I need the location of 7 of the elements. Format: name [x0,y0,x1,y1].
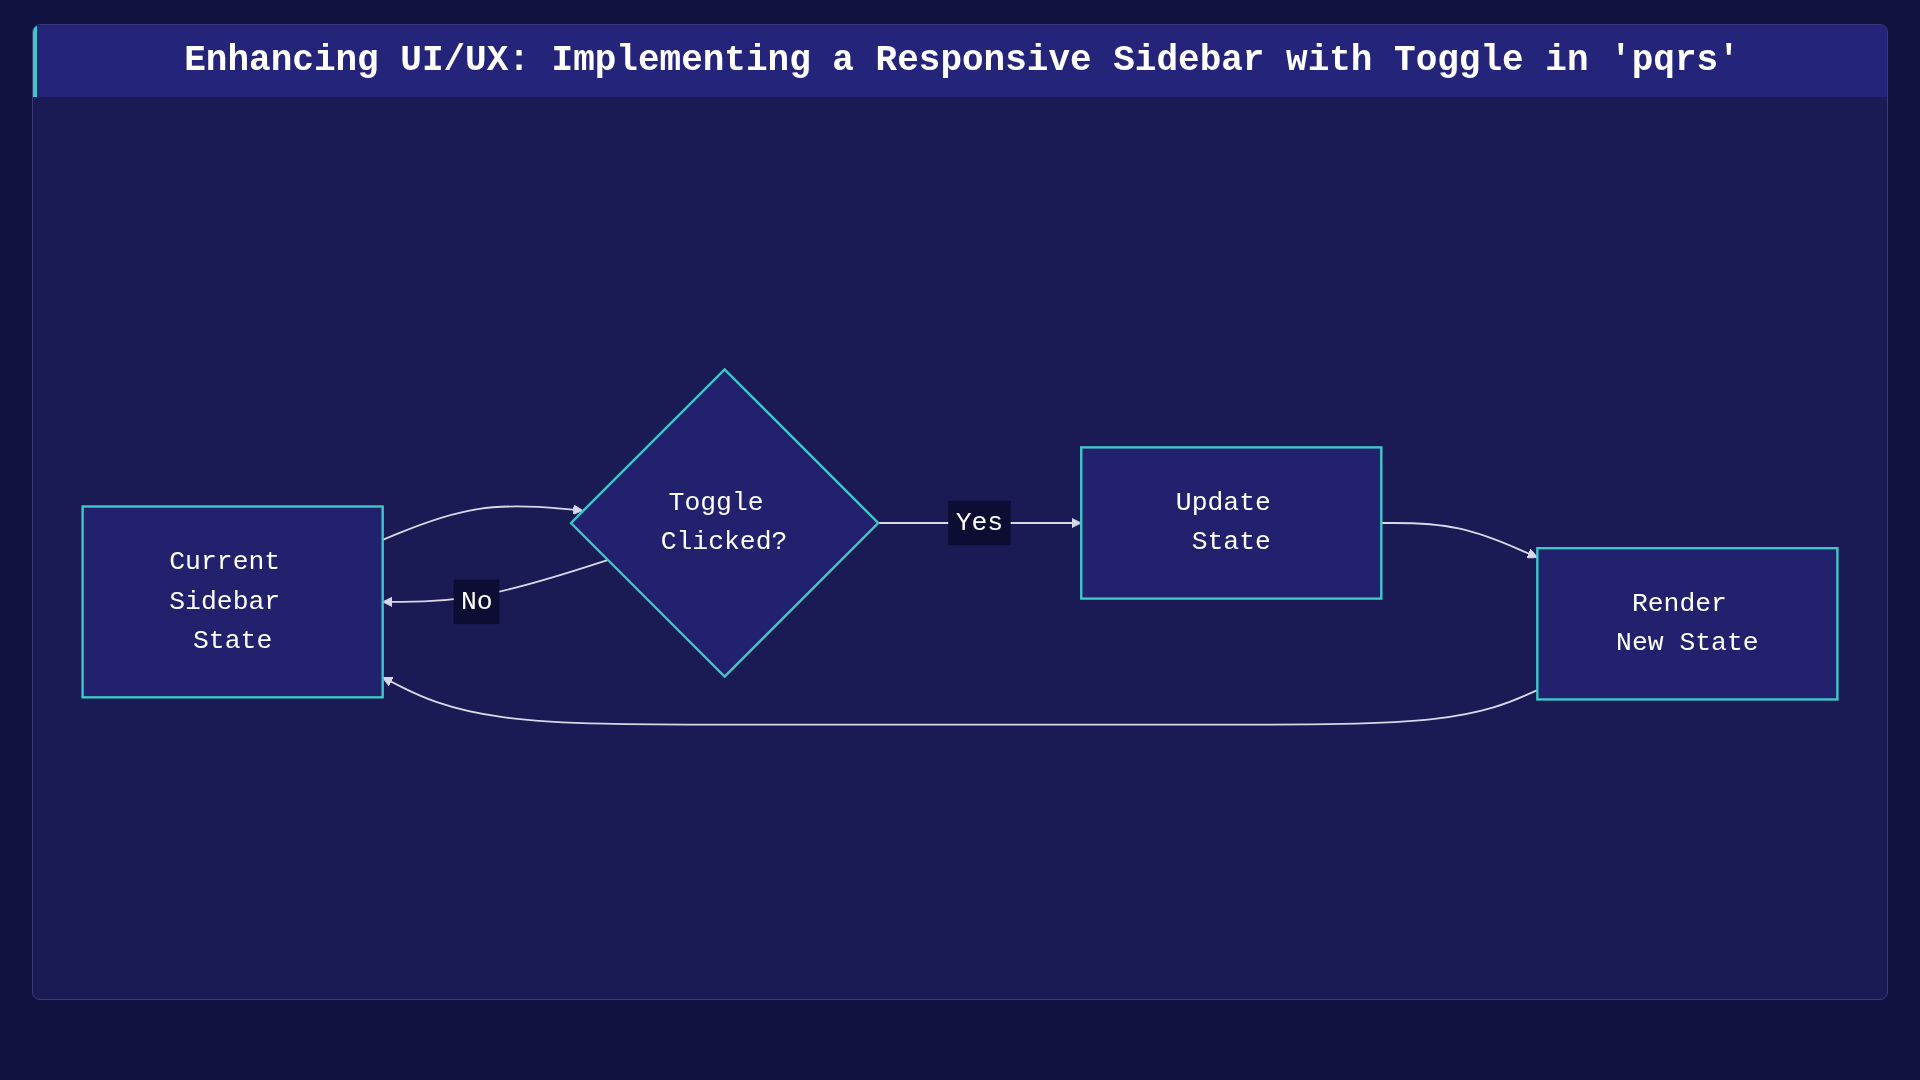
title-bar: Enhancing UI/UX: Implementing a Responsive Sidebar with Toggle in 'pqrs' [33,25,1887,97]
process-box: Render New State [1536,547,1839,701]
edge-label: Yes [948,500,1011,546]
decision-diamond: Toggle Clicked? [569,367,880,679]
edge-label: No [453,579,500,625]
process-box: Current Sidebar State [81,505,384,699]
process-box: Update State [1080,446,1383,600]
